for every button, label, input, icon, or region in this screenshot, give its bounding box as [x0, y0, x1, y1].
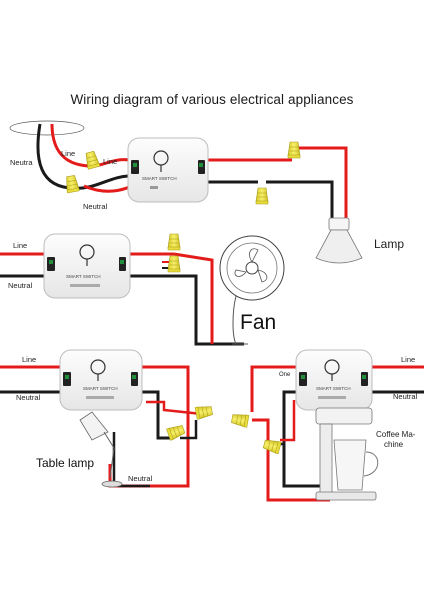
- label-fan: Fan: [240, 311, 277, 334]
- svg-text:SMART SWITCH: SMART SWITCH: [142, 176, 177, 181]
- smart-switch-module: SMART SWITCH: [127, 137, 209, 203]
- coffee-machine-icon: [315, 407, 379, 501]
- table-lamp-icon: [79, 411, 123, 488]
- neutral-wire: [36, 123, 75, 190]
- wire-connector: [167, 233, 181, 251]
- svg-text:SMART SWITCH: SMART SWITCH: [66, 274, 101, 279]
- label-one: One: [279, 372, 291, 378]
- smart-switch-module: SMART SWITCH: [43, 233, 131, 299]
- label-coffee-machine: Coffee Ma- chine: [376, 430, 416, 449]
- fan-icon: [219, 235, 285, 345]
- label-line: Line: [103, 157, 118, 166]
- wire-connector: [287, 141, 301, 159]
- label-neutral: Neutral: [393, 392, 418, 401]
- diagram-fan: SMART SWITCH: [0, 233, 285, 346]
- label-line: Line: [13, 241, 28, 250]
- label-neutral: Neutral: [83, 202, 108, 211]
- wire-connector: [230, 412, 250, 428]
- wire-connector: [167, 255, 181, 273]
- wire-connector: [64, 174, 80, 194]
- wire-connector: [262, 437, 282, 455]
- label-line: Line: [61, 149, 76, 158]
- wire-connector: [194, 404, 214, 420]
- wire-connector: [255, 187, 269, 205]
- ceiling-box-outline: [9, 120, 85, 136]
- page-title: Wiring diagram of various electrical app…: [70, 92, 354, 107]
- smart-switch-module: SMART SWITCH: [59, 349, 143, 411]
- label-line: Line: [22, 355, 37, 364]
- label-lamp: Lamp: [374, 237, 405, 251]
- label-table-lamp: Table lamp: [36, 456, 95, 470]
- diagram-lamp: SMART SWITCH: [9, 120, 363, 264]
- diagram-table-lamp: SMART SWITCH: [0, 349, 214, 488]
- label-neutral: Neutral: [16, 393, 41, 402]
- line-wire: [50, 123, 93, 168]
- svg-text:SMART SWITCH: SMART SWITCH: [316, 386, 351, 391]
- diagram-coffee-machine: SMART SWITCH: [230, 349, 424, 502]
- label-neutral: Neutral: [128, 474, 153, 483]
- svg-text:SMART SWITCH: SMART SWITCH: [83, 386, 118, 391]
- lamp-icon: [315, 217, 363, 264]
- label-neutral: Neutra: [10, 158, 33, 167]
- label-neutral: Neutral: [8, 281, 33, 290]
- smart-switch-module: SMART SWITCH: [295, 349, 373, 411]
- label-line: Line: [401, 355, 416, 364]
